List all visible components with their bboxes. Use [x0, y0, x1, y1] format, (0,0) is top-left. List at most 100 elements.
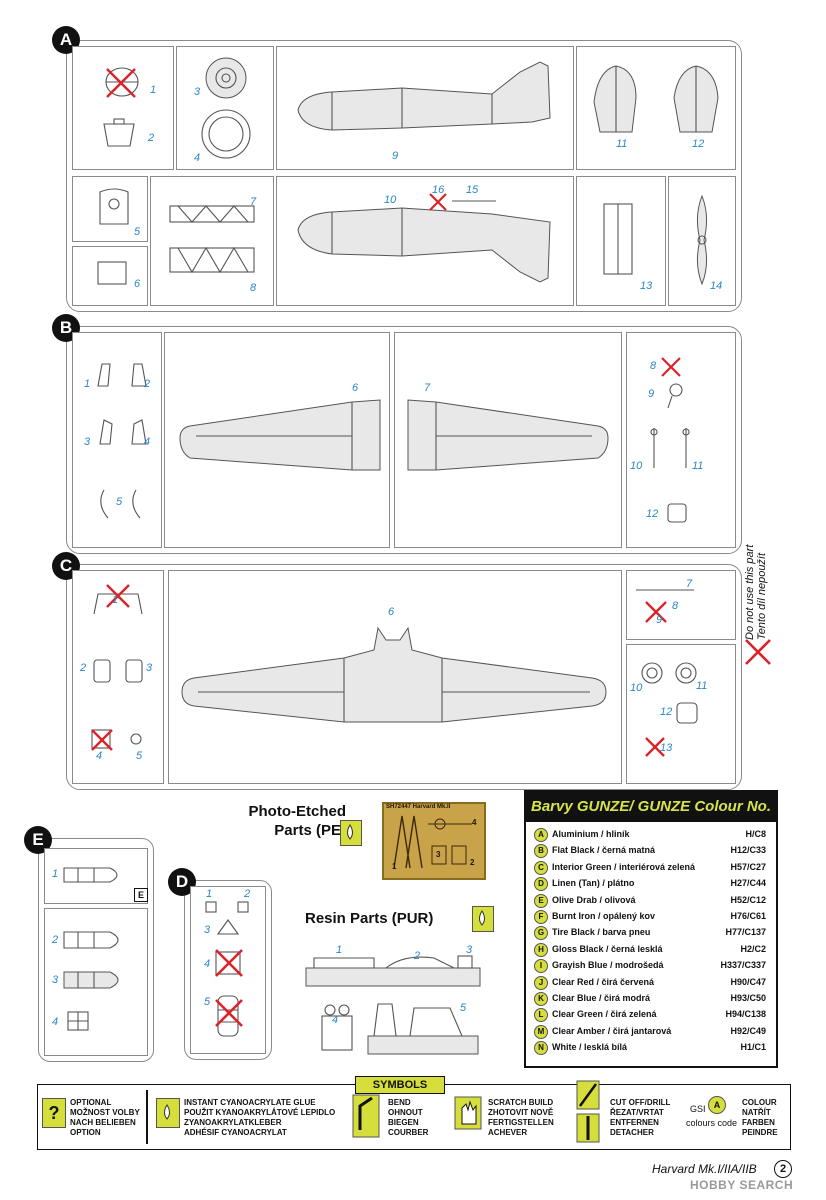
- part-number-c12: 12: [660, 706, 673, 718]
- optional-line1: OPTIONAL: [70, 1098, 112, 1107]
- scratch-line4: ACHEVER: [488, 1128, 528, 1137]
- wing-half-b6-drawing: [179, 399, 381, 471]
- colour-code: H12/C33: [730, 845, 766, 856]
- bend-icon: [352, 1094, 380, 1138]
- part-number-d4: 4: [204, 958, 211, 970]
- part-number-c10: 10: [630, 682, 643, 694]
- page-number: 2: [774, 1160, 792, 1178]
- part-number-a1: 1: [150, 84, 157, 96]
- do-not-use-x-b8: [661, 357, 681, 377]
- resin-parts-4-5-drawing: [321, 1003, 479, 1055]
- part-number-c3: 3: [146, 662, 153, 674]
- colour-name: Clear Blue / čirá modrá: [552, 993, 651, 1003]
- do-not-use-x-a16: [429, 193, 447, 211]
- colour-name: Clear Red / čirá červená: [552, 976, 655, 987]
- optional-line4: OPTION: [70, 1128, 101, 1137]
- colour-letter-badge: A: [534, 828, 548, 842]
- canopy-e3-drawing: [63, 971, 119, 989]
- sprue-b-cell-4: [626, 332, 736, 548]
- sprue-e-cell-1: [44, 848, 148, 904]
- colours-code-label: colours code: [686, 1118, 738, 1128]
- colour-letter-badge: N: [534, 1041, 548, 1056]
- colour-code: H27/C44: [730, 878, 766, 889]
- photo-etched-fret-label: SH72447 Harvard Mk.II: [386, 804, 451, 810]
- sprue-a-cell-7: [150, 176, 274, 306]
- part-number-a2: 2: [148, 132, 155, 144]
- colour-code: H94/C138: [725, 1009, 766, 1020]
- bend-line3: BIEGEN: [388, 1118, 419, 1127]
- do-not-use-x-c13: [645, 737, 665, 757]
- photo-etched-parts-drawing: [393, 815, 472, 869]
- glue-line3: ZYANOAKRYLATKLEBER: [184, 1118, 282, 1127]
- part-number-b2: 2: [144, 378, 151, 390]
- cut-line2: ŘEZAT/VRTAT: [610, 1108, 664, 1117]
- canopy-e2-drawing: [63, 931, 119, 949]
- part-number-b12: 12: [646, 508, 659, 520]
- colour-code: H92/C49: [730, 1025, 766, 1036]
- glue-line2: POUŽIT KYANOAKRYLÁTOVÉ LEPIDLO: [184, 1108, 336, 1117]
- do-not-use-note: Do not use this part Tento díl nepoužít: [744, 520, 768, 640]
- fuselage-half-a9-drawing: [297, 61, 551, 131]
- resin-number-2: 2: [414, 950, 421, 962]
- colour-name: Clear Amber / čirá jantarová: [552, 1025, 672, 1036]
- part-number-e3: 3: [52, 974, 59, 986]
- part-number-a4: 4: [194, 152, 201, 164]
- sprue-a-badge: A: [52, 26, 80, 54]
- part-d4-drawing: [215, 951, 241, 975]
- colour-name: Grayish Blue / modrošedá: [552, 960, 664, 971]
- optional-question-icon: ?: [42, 1098, 66, 1128]
- part-b5-drawing: [100, 489, 141, 519]
- part-number-c4: 4: [96, 750, 103, 762]
- sprue-c-cell-1: [72, 570, 164, 784]
- part-a6-drawing: [97, 261, 127, 285]
- canopy-e1-drawing: [63, 867, 118, 883]
- colour-line4: PEINDRE: [742, 1128, 778, 1137]
- part-number-a5: 5: [134, 226, 141, 238]
- part-number-b11: 11: [692, 460, 704, 472]
- scratch-line3: FERTIGSTELLEN: [488, 1118, 554, 1127]
- resin-number-3: 3: [466, 944, 473, 956]
- symbol-scratch-text: SCRATCH BUILD ZHOTOVIT NOVĚ FERTIGSTELLE…: [488, 1098, 554, 1138]
- part-a12-drawing: [673, 65, 719, 133]
- part-a5-drawing: [99, 188, 129, 225]
- part-a15-drawing: [452, 200, 496, 202]
- part-number-b10: 10: [630, 460, 643, 472]
- colour-code: H76/C61: [730, 911, 766, 921]
- part-number-c1: 1: [112, 594, 119, 606]
- part-number-a10: 10: [384, 194, 397, 206]
- glue-line1: INSTANT CYANOACRYLATE GLUE: [184, 1098, 316, 1107]
- part-a4-drawing: [201, 109, 251, 159]
- do-not-use-note-en: Do not use this part: [744, 544, 756, 640]
- part-b12-drawing: [667, 503, 687, 523]
- colour-table-header: Barvy GUNZE/ GUNZE Colour No.: [526, 792, 776, 822]
- colour-letter-badge: E: [534, 893, 548, 908]
- part-number-a14: 14: [710, 280, 723, 292]
- colour-code: H1/C1: [740, 1042, 766, 1053]
- part-number-b5: 5: [116, 496, 123, 508]
- sprue-e-tag: E: [134, 888, 148, 902]
- colour-code-badge: A: [708, 1096, 726, 1114]
- part-a3-drawing: [205, 57, 247, 99]
- do-not-use-x-c8: [645, 601, 667, 623]
- colour-code: H52/C12: [730, 894, 766, 905]
- colour-letter-badge: M: [534, 1024, 548, 1039]
- part-number-c11: 11: [696, 680, 708, 692]
- cut-line4: DETACHER: [610, 1128, 654, 1137]
- part-b9-drawing: [667, 383, 683, 409]
- colour-letter-badge: G: [534, 926, 548, 941]
- part-number-a12: 12: [692, 138, 705, 150]
- part-number-b4: 4: [144, 436, 151, 448]
- part-number-e4: 4: [52, 1016, 59, 1028]
- colour-name: Clear Green / čirá zelená: [552, 1009, 657, 1020]
- bend-line1: BEND: [388, 1098, 411, 1107]
- colour-letter-badge: B: [534, 844, 548, 859]
- part-b1-b2-drawing: [97, 363, 147, 387]
- sprue-a-cell-6: [72, 246, 148, 306]
- colour-code: H93/C50: [730, 993, 766, 1003]
